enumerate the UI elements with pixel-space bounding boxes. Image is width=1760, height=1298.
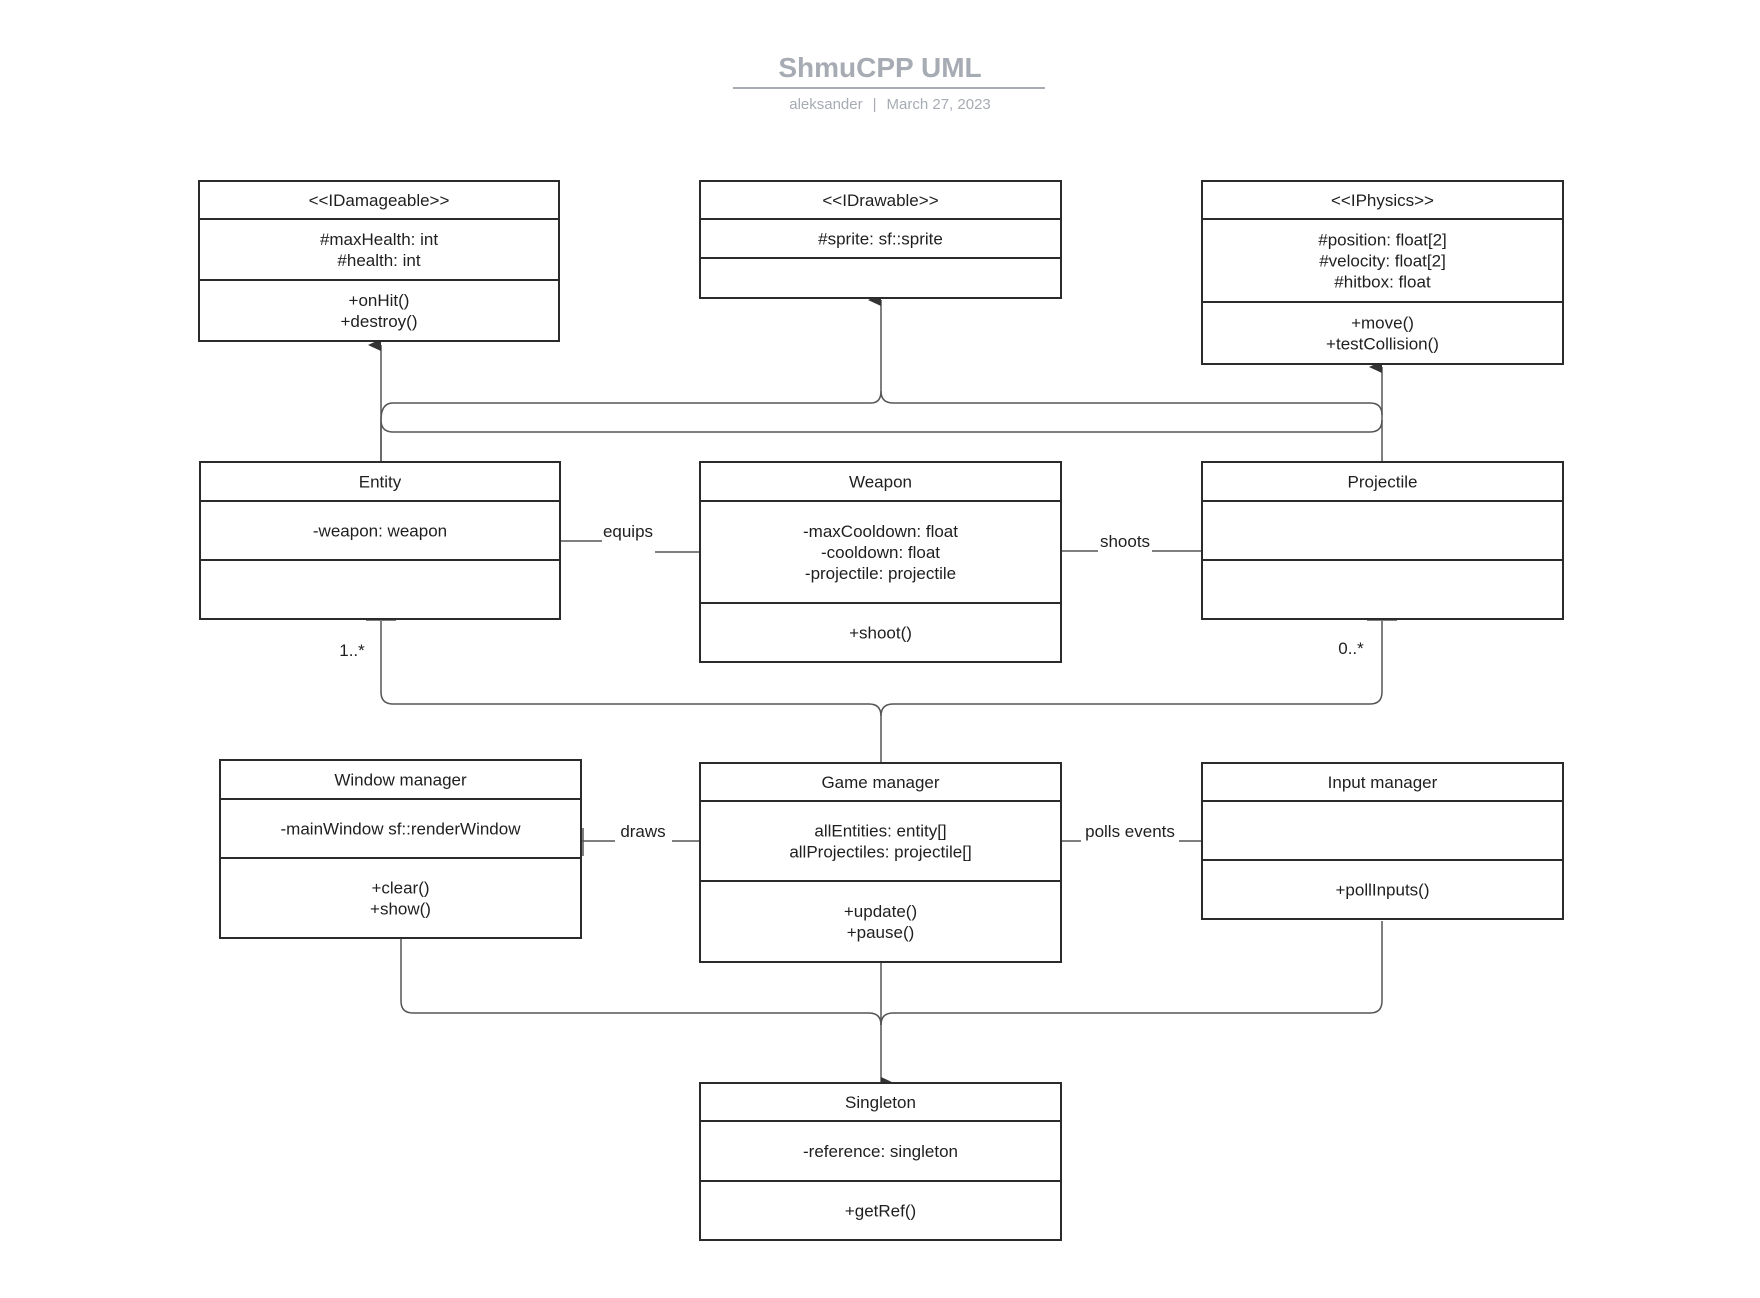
class-attribute: #health: int (337, 251, 420, 270)
class-box (199, 461, 561, 620)
class-name: <<IDamageable>> (309, 191, 450, 210)
class-attribute: -maxCooldown: float (803, 522, 958, 541)
relationship-label-polls: polls events (1085, 822, 1175, 841)
class-entity[interactable]: Entity -weapon: weapon (199, 461, 561, 620)
class-weapon[interactable]: Weapon -maxCooldown: float -cooldown: floa… (699, 461, 1062, 663)
class-box (699, 461, 1062, 663)
class-attribute: -reference: singleton (803, 1142, 958, 1161)
class-attribute: #sprite: sf::sprite (818, 230, 943, 249)
class-attribute: #velocity: float[2] (1319, 252, 1446, 271)
class-method: +onHit() (349, 291, 410, 310)
date-label: March 27, 2023 (886, 96, 991, 113)
class-method: +shoot() (849, 624, 912, 643)
class-iphysics[interactable]: <<IPhysics>> #position: float[2] #velocity… (1201, 180, 1564, 365)
class-method: +move() (1351, 314, 1414, 333)
class-method: +destroy() (341, 312, 418, 331)
class-singleton[interactable]: Singleton -reference: singleton +getRef() (699, 1082, 1062, 1241)
class-box (219, 759, 582, 939)
class-box (699, 762, 1062, 963)
author-label: aleksander (789, 96, 863, 113)
labels-layer: equips shoots draws polls events 1..* 0..* (339, 522, 1364, 841)
class-box (699, 1082, 1062, 1241)
class-name: Projectile (1348, 473, 1418, 492)
class-method: +pollInputs() (1335, 881, 1429, 900)
class-gamemanager[interactable]: Game manager allEntities: entity[] allProj… (699, 762, 1062, 963)
class-box (1201, 762, 1564, 920)
class-method: +getRef() (845, 1202, 916, 1221)
class-method: +pause() (847, 923, 915, 942)
assoc-tree (380, 621, 882, 763)
class-attribute: -weapon: weapon (313, 522, 447, 541)
relationship-label-entity-mult: 1..* (339, 641, 365, 660)
class-attribute: -projectile: projectile (805, 564, 956, 583)
class-attribute: -mainWindow sf::renderWindow (281, 820, 522, 839)
title-underline (733, 87, 1045, 89)
class-attribute: allProjectiles: projectile[] (789, 843, 971, 862)
class-method: +testCollision() (1326, 335, 1439, 354)
diagram-title: ShmuCPP UML (778, 52, 982, 83)
class-box (198, 180, 560, 342)
inherit-tree-inner-right (880, 390, 1383, 416)
class-idamageable[interactable]: <<IDamageable>> #maxHealth: int #health: i… (198, 180, 560, 342)
relationship-label-projectile-mult: 0..* (1338, 639, 1364, 658)
meta-separator: | (872, 96, 877, 113)
class-name: Game manager (821, 773, 939, 792)
class-attribute: #hitbox: float (1334, 273, 1431, 292)
class-name: Entity (359, 473, 402, 492)
class-attribute: allEntities: entity[] (814, 822, 946, 841)
class-name: Singleton (845, 1093, 916, 1112)
class-box (1201, 180, 1564, 365)
class-name: <<IPhysics>> (1331, 191, 1434, 210)
class-idrawable[interactable]: <<IDrawable>>#sprite: sf::sprite (699, 180, 1062, 299)
inherit-tree-inner (380, 294, 882, 421)
inherit-tree-outer (380, 419, 1383, 462)
class-name: Weapon (849, 473, 912, 492)
class-projectile[interactable]: Projectile (1201, 461, 1564, 620)
class-method: +update() (844, 902, 917, 921)
relationship-label-draws: draws (620, 822, 665, 841)
classes-layer: <<IDamageable>> #maxHealth: int #health: i… (198, 180, 1564, 1241)
class-box (1201, 461, 1564, 620)
class-attribute: #position: float[2] (1318, 231, 1447, 250)
assoc-tree-right (880, 621, 1383, 717)
class-name: Input manager (1328, 773, 1438, 792)
class-inputmanager[interactable]: Input manager +pollInputs() (1201, 762, 1564, 920)
class-box (699, 180, 1062, 299)
class-attribute: #maxHealth: int (320, 230, 438, 249)
relationship-label-shoots: shoots (1100, 532, 1150, 551)
class-method: +show() (370, 900, 431, 919)
class-windowmanager[interactable]: Window manager-mainWindow sf::renderWind… (219, 759, 582, 939)
class-name: <<IDrawable>> (822, 191, 938, 210)
connectors-layer (366, 294, 1397, 1089)
class-method: +clear() (371, 879, 429, 898)
diagram-meta: aleksander | March 27, 2023 (730, 96, 1050, 113)
singleton-tree-right (880, 921, 1383, 1026)
class-attribute: -cooldown: float (821, 543, 940, 562)
singleton-tree-left (400, 938, 882, 1026)
relationship-label-equips: equips (603, 522, 653, 541)
class-name: Window manager (334, 771, 467, 790)
